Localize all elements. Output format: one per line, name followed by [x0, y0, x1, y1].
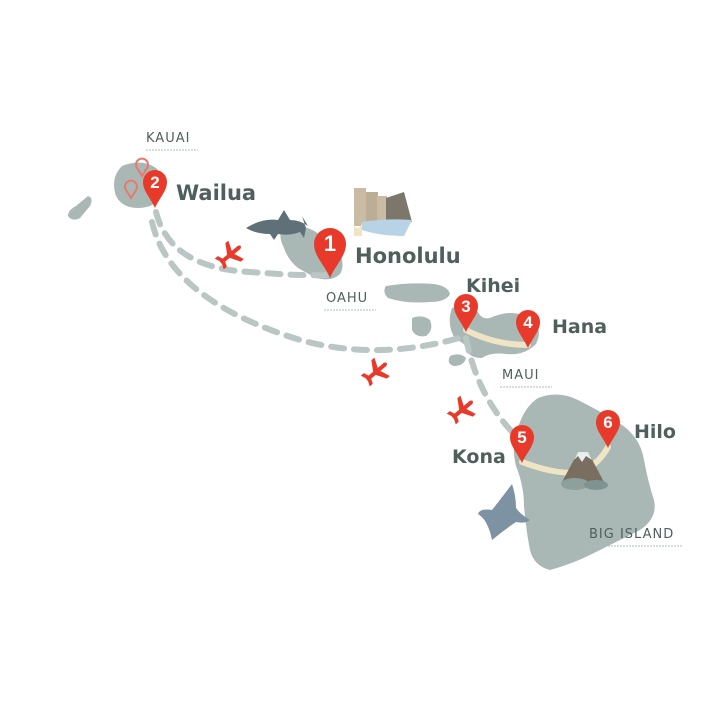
- label-underlines: [146, 149, 682, 547]
- minor-pins: [124, 157, 149, 200]
- road-kihei-hana: [463, 327, 531, 348]
- pin-number: 5: [517, 428, 526, 447]
- place-label-hana: Hana: [552, 316, 607, 338]
- island-label-big-island: BIG ISLAND: [589, 527, 674, 542]
- airplane-icon: [446, 395, 476, 425]
- place-label-kihei: Kihei: [466, 275, 520, 297]
- kahoolawe-island: [448, 354, 466, 366]
- pin-stop-5[interactable]: 5: [510, 425, 534, 463]
- airplane-icons: [214, 240, 476, 425]
- pin-stop-2[interactable]: 2: [143, 170, 167, 208]
- island-label-oahu: OAHU: [326, 291, 368, 306]
- pin-number: 3: [461, 297, 470, 316]
- airplane-icon: [214, 240, 244, 270]
- pin-number: 4: [523, 313, 533, 332]
- volcano-icon: [561, 452, 608, 490]
- pin-stop-6[interactable]: 6: [596, 410, 620, 448]
- airplane-icon: [360, 357, 390, 387]
- niihau-island: [68, 196, 92, 220]
- minor-pin-icon: [135, 157, 149, 178]
- manta-ray-icon: [478, 484, 530, 540]
- route-wailua-maui: [149, 219, 469, 354]
- place-label-hilo: Hilo: [634, 421, 676, 443]
- route-maui-kona: [463, 335, 523, 443]
- island-label-kauai: KAUAI: [146, 131, 190, 146]
- pin-number: 2: [150, 173, 159, 192]
- honolulu-city-icon: [354, 188, 412, 236]
- place-label-honolulu: Honolulu: [355, 244, 461, 268]
- place-label-wailua: Wailua: [176, 181, 256, 205]
- molokai-island: [384, 283, 450, 303]
- island-label-maui: MAUI: [502, 368, 539, 383]
- pin-stop-3[interactable]: 3: [454, 294, 478, 332]
- stop-pins: 1 2 3 4 5 6: [143, 170, 620, 463]
- pin-number: 1: [324, 231, 336, 256]
- route-wailua-honolulu: [153, 209, 333, 279]
- pin-stop-1[interactable]: 1: [314, 228, 346, 278]
- shark-icon: [246, 210, 308, 240]
- place-label-kona: Kona: [452, 446, 506, 468]
- pin-stop-4[interactable]: 4: [516, 310, 540, 348]
- flight-routes: [149, 209, 523, 443]
- lanai-island: [412, 316, 432, 337]
- minor-pin-icon: [124, 179, 138, 200]
- pin-number: 6: [603, 413, 612, 432]
